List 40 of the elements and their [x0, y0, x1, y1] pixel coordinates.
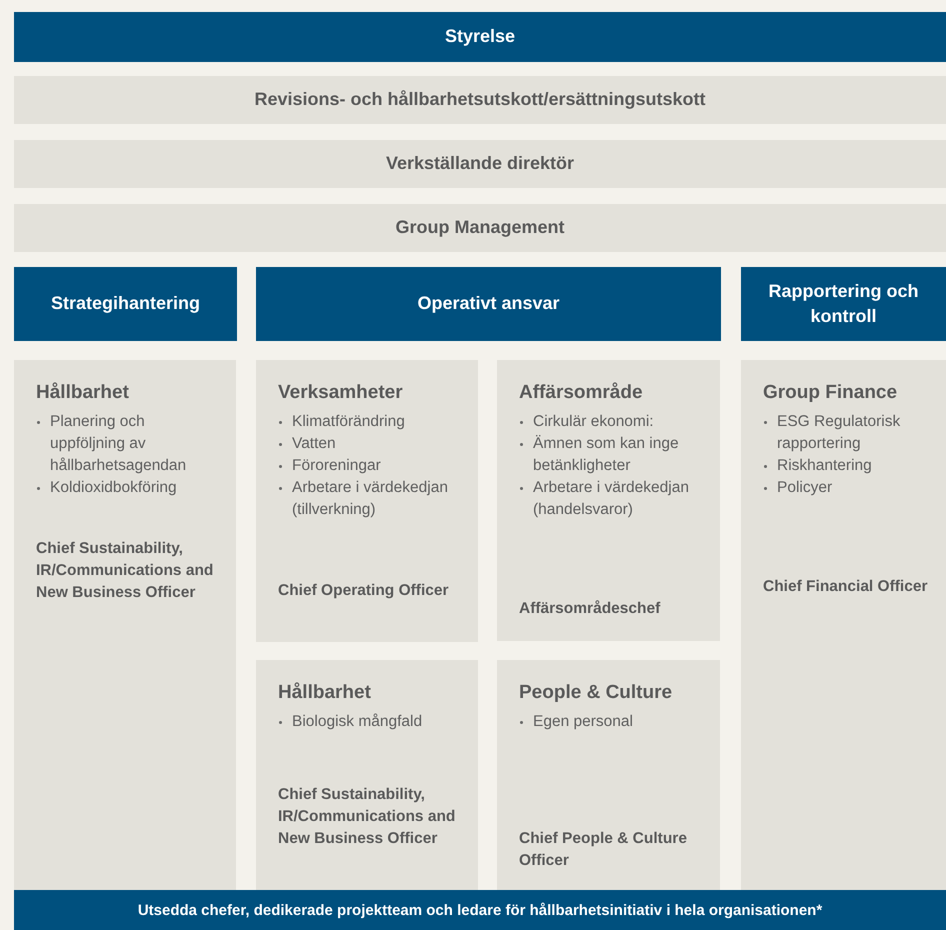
bullet-text: Föroreningar — [292, 456, 381, 476]
card-heading: Affärsområde — [519, 381, 644, 405]
card-heading: Hållbarhet — [278, 681, 372, 705]
header-bar: Operativt ansvar — [256, 267, 721, 341]
bullet-text: Cirkulär ekonomi: — [533, 412, 654, 432]
card-heading: People & Culture — [519, 681, 674, 705]
bullet-text: Planering och uppföljning av hållbarhetsagendan — [50, 412, 188, 476]
bullet-text: ESG Regulatorisk rapportering — [777, 412, 902, 454]
level-bar: Verkställande direktör — [14, 140, 946, 188]
responsibility-card — [741, 360, 946, 890]
responsibility-card — [497, 660, 720, 890]
responsibility-card — [256, 660, 478, 890]
bullet-text: Vatten — [292, 434, 336, 454]
bullet-text: Arbetare i värdekedjan (tillverkning) — [292, 478, 449, 520]
responsibility-card — [14, 360, 236, 890]
bullet-text: Policyer — [777, 478, 832, 498]
card-heading: Verksamheter — [278, 381, 404, 405]
bullet-text: Koldioxidbokföring — [50, 478, 177, 498]
responsibility-card — [256, 360, 478, 642]
bullet-text: Egen personal — [533, 712, 633, 732]
level-bar: Group Management — [14, 204, 946, 252]
bullet-text: Arbetare i värdekedjan (handelsvaror) — [533, 478, 690, 520]
bullet-text: Riskhantering — [777, 456, 872, 476]
responsibility-card — [497, 360, 720, 641]
header-bar: Utsedda chefer, dedikerade projektteam och ledare för hållbarhetsinitiativ i hela organisationen* — [14, 890, 946, 930]
role-text: Chief Operating Officer — [278, 581, 450, 601]
bullet-text: Klimatförändring — [292, 412, 405, 432]
bullet-text: Ämnen som kan inge betänkligheter — [533, 434, 680, 476]
header-bar: Strategihantering — [14, 267, 237, 341]
role-text: Chief People & Culture Officer — [519, 829, 688, 871]
role-text: Chief Financial Officer — [763, 577, 929, 597]
header-bar: Rapportering och kontroll — [741, 267, 946, 341]
role-text: Affärsområdeschef — [519, 599, 662, 619]
role-text: Chief Sustainability, IR/Communications and New Business Officer — [36, 539, 214, 603]
header-bar: Styrelse — [14, 12, 946, 62]
role-text: Chief Sustainability, IR/Communications and New Business Officer — [278, 785, 456, 849]
card-heading: Hållbarhet — [36, 381, 130, 405]
bullet-text: Biologisk mångfald — [292, 712, 422, 732]
card-heading: Group Finance — [763, 381, 898, 405]
level-bar: Revisions- och hållbarhetsutskott/ersättningsutskott — [14, 76, 946, 124]
